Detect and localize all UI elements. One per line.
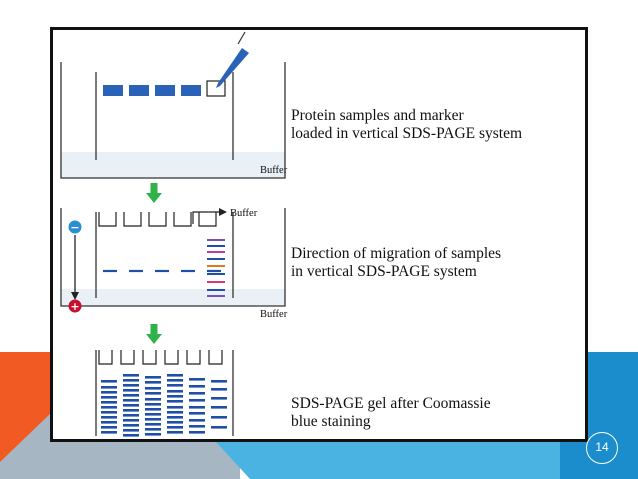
stained-protein-band (189, 406, 205, 409)
tank1-buffer (61, 152, 285, 178)
stained-protein-band (211, 426, 227, 429)
stained-protein-band (123, 374, 139, 377)
stained-protein-band (167, 384, 183, 387)
stained-protein-band (101, 416, 117, 419)
stained-protein-band (123, 429, 139, 432)
stained-protein-band (101, 426, 117, 429)
stained-protein-band (101, 406, 117, 409)
stained-protein-band (145, 433, 161, 436)
caption-step2: Direction of migration of samples in ver… (291, 245, 502, 280)
loaded-well (129, 85, 149, 96)
slide-page-number: 14 (586, 432, 618, 464)
stained-protein-band (145, 408, 161, 411)
stained-protein-band (101, 421, 117, 424)
stained-protein-band (167, 374, 183, 377)
tank2-outline (60, 208, 286, 307)
loaded-well (155, 85, 175, 96)
plus-electrode-sign: + (70, 300, 79, 313)
blue-right-shape (560, 352, 638, 479)
stained-protein-band (123, 389, 139, 392)
buffer-flow-arrowhead (219, 208, 227, 216)
stained-protein-band (189, 431, 205, 434)
stained-protein-band (101, 411, 117, 414)
buffer-label-1: Buffer (260, 165, 288, 176)
step-arrow-2-shaft (150, 324, 158, 335)
stained-protein-band (123, 379, 139, 382)
caption-step1: Protein samples and marker loaded in ver… (291, 107, 523, 142)
stained-protein-band (167, 379, 183, 382)
step-arrow-2-head (146, 334, 162, 344)
tank2-buffer (61, 289, 285, 306)
buffer-flow-arrow (192, 211, 219, 224)
stained-protein-band (211, 416, 227, 419)
stained-protein-band (101, 396, 117, 399)
step-arrow-1-head (146, 193, 162, 203)
stained-protein-band (145, 398, 161, 401)
stained-protein-band (123, 424, 139, 427)
stained-protein-band (123, 419, 139, 422)
caption-step3: SDS-PAGE gel after Coomassie blue staini… (291, 395, 491, 430)
stained-protein-band (101, 401, 117, 404)
stained-protein-band (167, 411, 183, 414)
stained-protein-band (145, 423, 161, 426)
step-arrow-1-shaft (150, 183, 158, 194)
loaded-well (103, 85, 123, 96)
stained-protein-band (123, 394, 139, 397)
stained-protein-band (211, 380, 227, 383)
stained-protein-band (101, 391, 117, 394)
stained-protein-band (167, 421, 183, 424)
stained-protein-band (167, 431, 183, 434)
stained-protein-band (167, 400, 183, 403)
pipette-icon (216, 48, 249, 88)
stained-protein-band (123, 409, 139, 412)
pipette-plunger (237, 31, 246, 45)
stained-protein-band (145, 413, 161, 416)
plus-electrode-icon (68, 299, 82, 313)
stained-protein-band (145, 392, 161, 395)
gel3-wells (98, 350, 223, 365)
tank1-outline (60, 62, 286, 179)
stained-protein-band (167, 416, 183, 419)
stained-protein-band (123, 384, 139, 387)
stained-protein-band (167, 390, 183, 393)
stained-protein-band (123, 434, 139, 437)
stained-protein-band (189, 378, 205, 381)
stained-protein-band (145, 387, 161, 390)
stained-protein-band (189, 392, 205, 395)
stained-protein-band (189, 419, 205, 422)
stained-protein-band (167, 426, 183, 429)
stained-protein-band (101, 431, 117, 434)
stained-protein-band (145, 376, 161, 379)
stained-protein-band (167, 395, 183, 398)
stained-protein-band (167, 406, 183, 409)
gel2-wells (98, 212, 217, 227)
stained-protein-band (211, 388, 227, 391)
stained-protein-band (123, 404, 139, 407)
stained-protein-band (189, 399, 205, 402)
stained-protein-band (101, 380, 117, 383)
stained-protein-band (123, 414, 139, 417)
empty-well (206, 80, 226, 97)
minus-electrode-sign: − (70, 221, 79, 234)
buffer-label-3: Buffer (260, 309, 288, 320)
stained-protein-band (145, 403, 161, 406)
stained-protein-band (145, 418, 161, 421)
loaded-well (181, 85, 201, 96)
stained-protein-band (211, 406, 227, 409)
stained-protein-band (189, 412, 205, 415)
stained-protein-band (211, 397, 227, 400)
stained-protein-band (189, 425, 205, 428)
stained-protein-band (145, 381, 161, 384)
buffer-label-2: Buffer (230, 208, 258, 219)
light-blue-bottom-band (205, 430, 560, 479)
stained-protein-band (189, 385, 205, 388)
stained-protein-band (123, 399, 139, 402)
minus-electrode-icon (68, 220, 82, 234)
migration-direction-arrowhead (71, 292, 79, 300)
stained-protein-band (145, 428, 161, 431)
stained-protein-band (101, 386, 117, 389)
